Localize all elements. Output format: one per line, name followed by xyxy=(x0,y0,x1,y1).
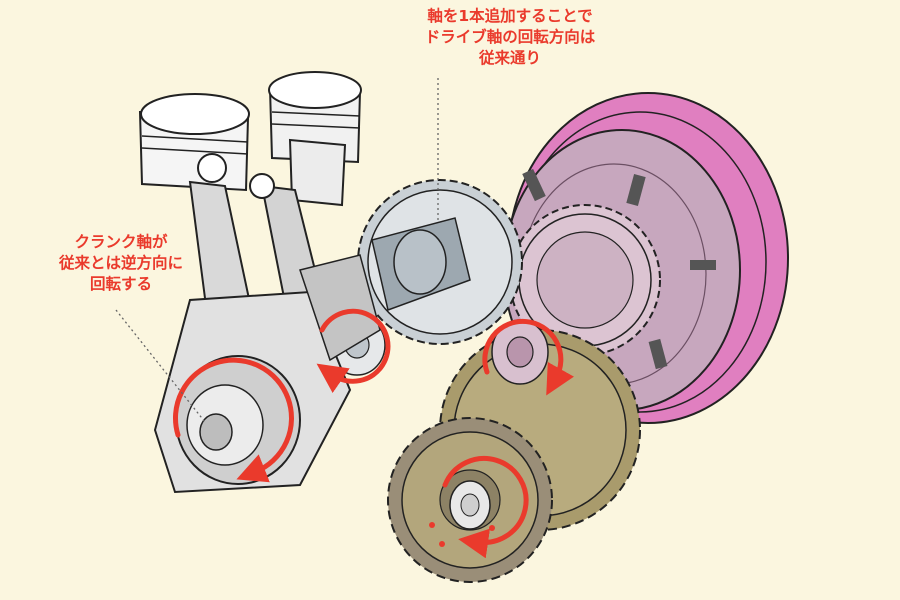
annotation-top-line3: 従来通り xyxy=(478,49,541,67)
annotation-left: クランク軸が 従来とは逆方向に 回転する xyxy=(46,232,196,295)
annotation-top: 軸を1本追加することで ドライブ軸の回転方向は 従来通り xyxy=(385,6,635,69)
transmission-gears xyxy=(387,319,641,583)
rotation-arrows xyxy=(173,308,574,559)
gear-marks xyxy=(429,522,495,547)
leader-line-left xyxy=(115,309,206,423)
annotation-left-line2: 従来とは逆方向に xyxy=(58,254,183,272)
idler-gear xyxy=(328,179,523,376)
leader-lines xyxy=(115,78,439,423)
annotation-left-line3: 回転する xyxy=(89,275,152,293)
annotation-top-line1: 軸を1本追加することで xyxy=(427,7,593,25)
crank-rotation-arrow xyxy=(173,357,294,483)
mainshaft-rotation-arrow xyxy=(482,318,574,396)
idler-rotation-arrow xyxy=(316,308,391,394)
crankshaft xyxy=(153,254,381,494)
annotation-top-line2: ドライブ軸の回転方向は xyxy=(424,28,596,46)
countershaft-rotation-arrow xyxy=(442,455,529,559)
annotation-left-line1: クランク軸が xyxy=(74,233,168,251)
